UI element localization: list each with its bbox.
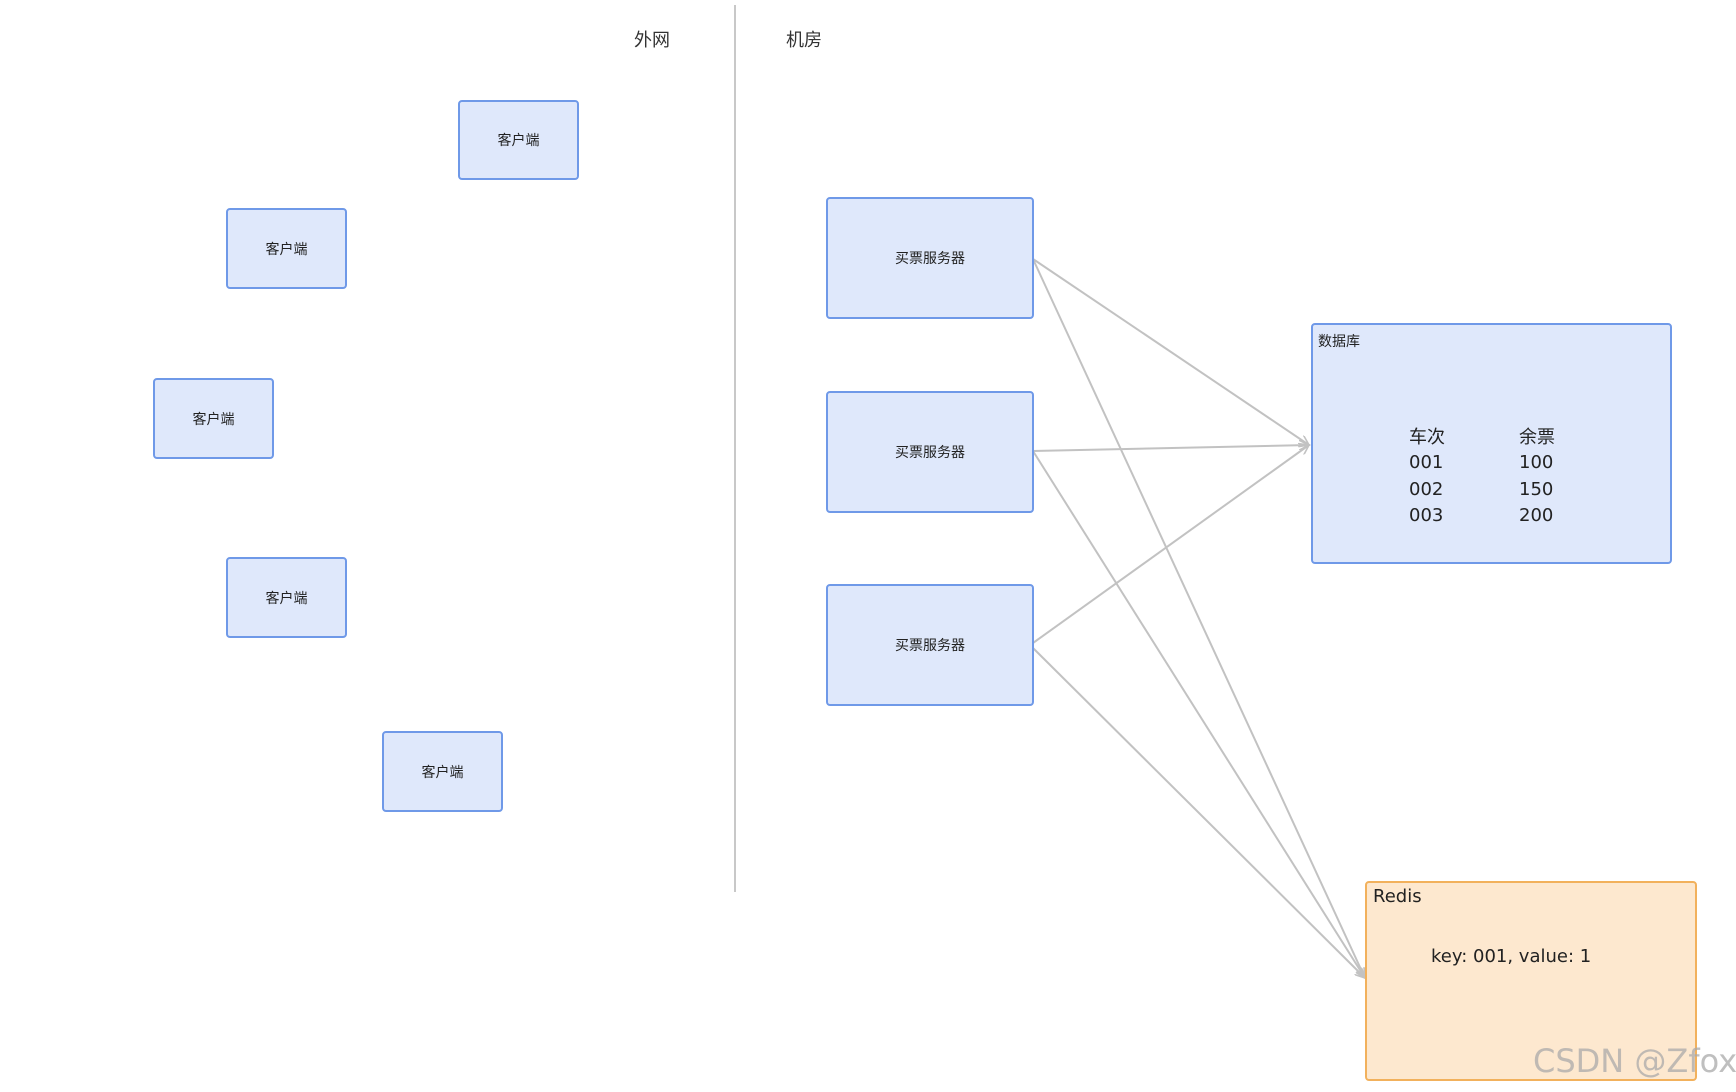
- table-row: 003 200: [1409, 503, 1599, 530]
- client-node[interactable]: 客户端: [153, 378, 274, 459]
- ticket-server-node[interactable]: 买票服务器: [826, 197, 1034, 319]
- edge-server3-database: [1032, 445, 1309, 644]
- cell-tickets: 100: [1519, 452, 1554, 474]
- client-node[interactable]: 客户端: [458, 100, 579, 180]
- edge-server2-database: [1032, 445, 1309, 452]
- watermark: CSDN @Zfox_: [1533, 1042, 1736, 1080]
- cell-tickets: 200: [1519, 505, 1554, 527]
- datacenter-label: 机房: [786, 30, 822, 51]
- client-label: 客户端: [192, 411, 235, 428]
- ticket-server-label: 买票服务器: [895, 445, 965, 461]
- table-row: 001 100: [1409, 450, 1599, 477]
- client-label: 客户端: [497, 133, 540, 149]
- client-node[interactable]: 客户端: [382, 731, 503, 812]
- ticket-server-label: 买票服务器: [895, 638, 965, 654]
- cell-train: 001: [1409, 452, 1444, 474]
- edge-server1-redis: [1032, 258, 1365, 978]
- ticket-table: 车次 余票 001 100 002 150 003 200: [1409, 423, 1599, 529]
- ticket-server-node[interactable]: 买票服务器: [826, 584, 1034, 706]
- client-label: 客户端: [265, 241, 308, 258]
- client-label: 客户端: [265, 590, 308, 607]
- database-title: 数据库: [1318, 334, 1360, 350]
- cell-train: 003: [1409, 505, 1444, 527]
- header-train: 车次: [1409, 427, 1445, 449]
- zone-divider: [734, 5, 736, 892]
- cell-tickets: 150: [1519, 478, 1554, 500]
- ticket-server-label: 买票服务器: [895, 251, 965, 267]
- redis-entry: key: 001, value: 1: [1431, 946, 1592, 967]
- redis-node[interactable]: Redis key: 001, value: 1: [1365, 881, 1697, 1081]
- table-row: 002 150: [1409, 476, 1599, 503]
- cell-train: 002: [1409, 478, 1444, 500]
- redis-title: Redis: [1373, 886, 1422, 907]
- ticket-server-node[interactable]: 买票服务器: [826, 391, 1034, 513]
- client-node[interactable]: 客户端: [226, 208, 347, 289]
- edge-server3-redis: [1032, 647, 1365, 978]
- database-node[interactable]: 数据库 车次 余票 001 100 002 150 003 200: [1311, 323, 1672, 564]
- client-label: 客户端: [421, 764, 464, 781]
- table-header-row: 车次 余票: [1409, 423, 1599, 450]
- edge-server1-database: [1032, 258, 1309, 445]
- external-network-label: 外网: [634, 30, 670, 51]
- edge-server2-redis: [1032, 450, 1365, 978]
- client-node[interactable]: 客户端: [226, 557, 347, 638]
- header-tickets: 余票: [1519, 427, 1555, 449]
